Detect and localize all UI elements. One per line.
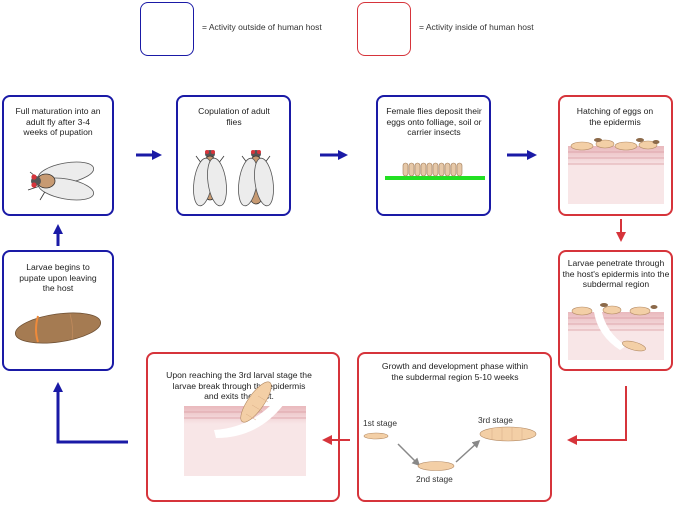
skin-hatching-illustration xyxy=(568,138,664,204)
arrow-penetrate-to-growth xyxy=(567,386,627,445)
step-maturation-label: Full maturation into an adult fly after … xyxy=(15,106,101,137)
step-deposit-label: Female flies deposit their eggs onto fol… xyxy=(386,106,482,137)
larva-exit-illustration xyxy=(184,381,306,476)
stage-1-label: 1st stage xyxy=(363,418,397,428)
skin-penetration-illustration xyxy=(568,303,664,360)
step-growth-box xyxy=(357,352,552,502)
step-penetrate-label: Larvae penetrate through the host's epid… xyxy=(562,258,670,289)
legend-inside-text: = Activity inside of human host xyxy=(419,22,534,32)
step-exit-label: Upon reaching the 3rd larval stage the l… xyxy=(166,370,312,401)
step-pupate-box xyxy=(2,250,114,371)
step-copulation-label: Copulation of adult flies xyxy=(198,106,270,127)
adult-fly-illustration xyxy=(27,161,95,201)
arrow-exit-to-pupate xyxy=(53,382,128,444)
eggs-on-foliage-illustration xyxy=(385,162,485,180)
growth-stages-illustration xyxy=(363,426,537,471)
legend-outside-swatch xyxy=(140,2,194,56)
legend-inside-swatch xyxy=(357,2,411,56)
step-growth-label: Growth and development phase within the … xyxy=(381,361,529,382)
stage-2-label: 2nd stage xyxy=(416,474,453,484)
step-deposit-box xyxy=(376,95,491,216)
step-hatching-label: Hatching of eggs on the epidermis xyxy=(576,106,654,127)
copulating-flies-illustration xyxy=(193,150,274,207)
legend-outside-text: = Activity outside of human host xyxy=(202,22,322,32)
pupa-illustration xyxy=(14,312,102,344)
stage-3-label: 3rd stage xyxy=(478,415,513,425)
step-pupate-label: Larvae begins to pupate upon leaving the… xyxy=(19,262,97,293)
